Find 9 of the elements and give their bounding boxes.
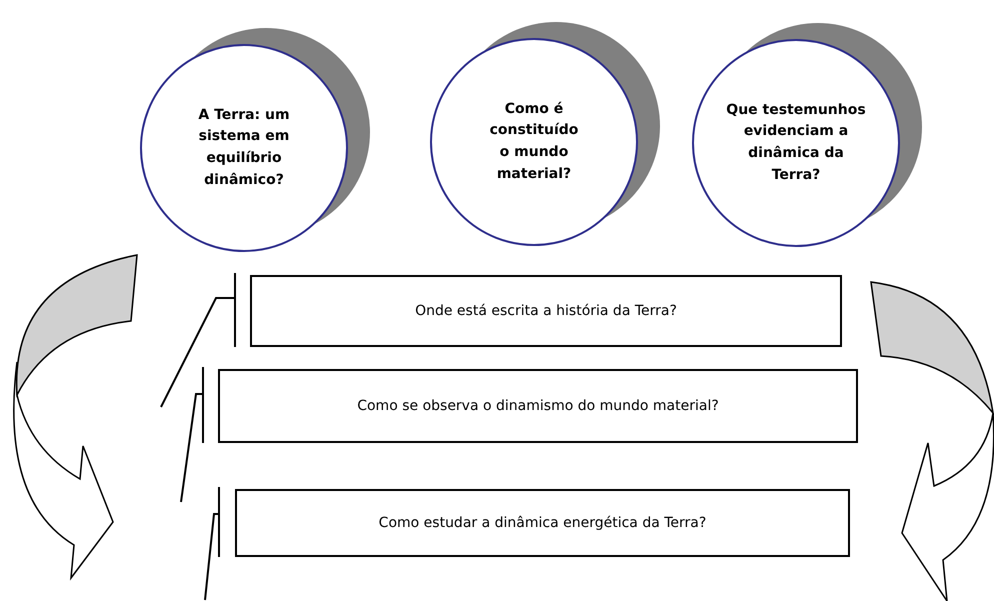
circle-text: A Terra: um sistema em equilíbrio dinâmico? (197, 106, 291, 190)
question-box (218, 369, 858, 443)
box-text: Onde está escrita a história da Terra? (415, 303, 677, 319)
question-box (235, 489, 850, 557)
circle-text: Como é constituído o mundo material? (488, 100, 580, 184)
box-text: Como se observa o dinamismo do mundo material? (357, 398, 719, 414)
box-text: Como estudar a dinâmica energética da Terra? (378, 515, 706, 531)
circle-text: Que testemunhos evidenciam a dinâmica da Terra? (726, 100, 866, 185)
question-box (250, 275, 842, 347)
